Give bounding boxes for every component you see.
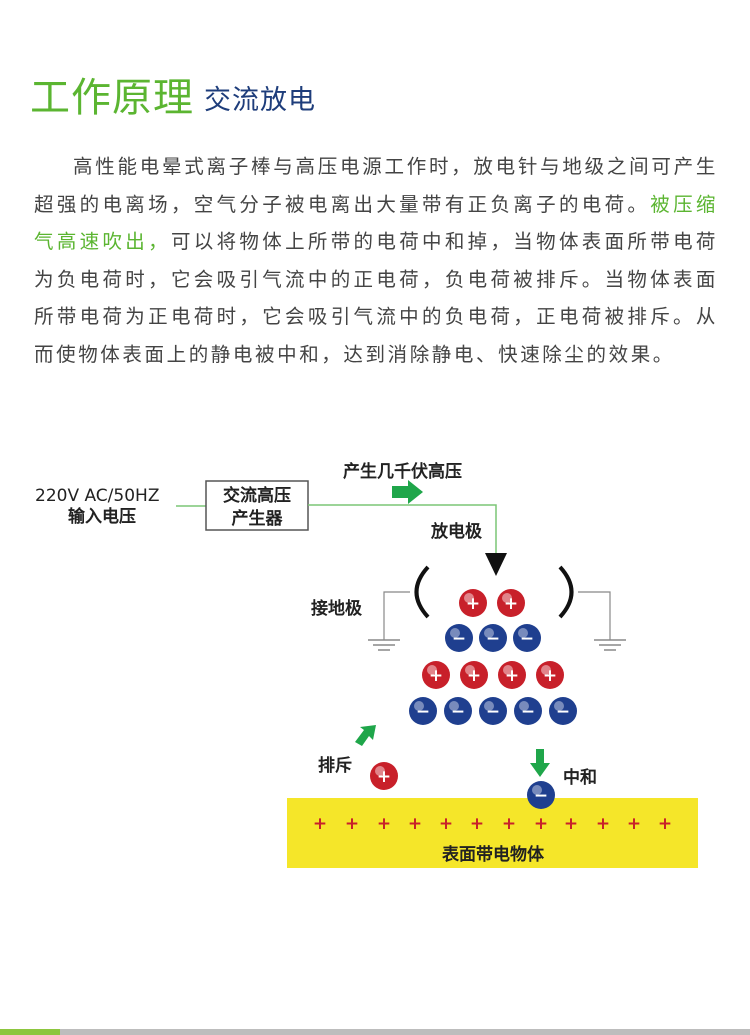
surface-charge: + [596,814,610,834]
repel-arrow-icon [355,725,376,746]
svg-text:+: + [466,594,480,614]
footer-accent [0,1029,60,1035]
page-subtitle: 交流放电 [204,85,316,116]
high-voltage-label: 产生几千伏高压 [343,461,462,482]
input-voltage-label: 220V AC/50HZ [35,486,159,506]
charged-surface [287,798,698,868]
svg-text:+: + [543,666,557,686]
svg-text:−: − [520,629,534,649]
positive-ion: + [460,661,488,689]
positive-ion: + [497,589,525,617]
footer-bar [0,1029,750,1035]
surface-charge: + [534,814,548,834]
surface-charge: + [470,814,484,834]
surface-charge: + [658,814,672,834]
svg-text:−: − [556,702,570,722]
repelled-positive-ion: + [370,762,398,790]
surface-label: 表面带电物体 [442,844,545,865]
positive-ion: + [459,589,487,617]
ground-electrode-left-icon [414,565,430,619]
svg-text:−: − [451,702,465,722]
surface-charge: + [439,814,453,834]
negative-ion: − [479,624,507,652]
repel-label: 排斥 [318,755,352,776]
generator-box [205,480,309,531]
generator-label-line2: 产生器 [232,508,284,529]
surface-charge: + [502,814,516,834]
description-paragraph: 高性能电晕式离子棒与高压电源工作时，放电针与地级之间可产生超强的电离场，空气分子… [34,148,718,374]
svg-text:−: − [521,702,535,722]
svg-text:−: − [534,786,548,806]
page-title: 工作原理 [30,75,194,121]
discharge-electrode-label: 放电极 [430,521,482,542]
description-part1: 高性能电晕式离子棒与高压电源工作时，放电针与地级之间可产生超强的电离场，空气分子… [34,155,718,216]
negative-ion: − [513,624,541,652]
neutralize-label: 中和 [563,767,597,788]
neutralizing-negative-ion: − [527,781,555,809]
negative-ion: − [409,697,437,725]
title-row: 工作原理 交流放电 [30,70,316,120]
svg-text:+: + [429,666,443,686]
ground-wire-right [578,591,611,640]
negative-ion: − [479,697,507,725]
input-label: 输入电压 [68,506,136,527]
surface-charges: + + + + + + + + + + + + [313,814,672,834]
svg-text:+: + [504,594,518,614]
neutralize-arrow-icon [530,749,550,777]
surface-charge: + [345,814,359,834]
svg-text:−: − [416,702,430,722]
surface-charge: + [627,814,641,834]
svg-text:−: − [486,702,500,722]
negative-ion: − [514,697,542,725]
surface-charge: + [377,814,391,834]
description-highlight: 被压缩气高速吹出， [34,192,718,254]
description-part2: 可以将物体上所带的电荷中和掉，当物体表面所带电荷为负电荷时，它会吸引气流中的正电… [34,230,718,366]
surface-charge: + [313,814,327,834]
ground-electrode-label: 接地极 [311,598,362,619]
negative-ion: − [444,697,472,725]
negative-ion: − [549,697,577,725]
positive-ion: + [422,661,450,689]
high-voltage-wire [308,504,497,553]
high-voltage-arrow-icon [392,480,423,504]
ground-wire-left [383,591,410,640]
surface-charge: + [408,814,422,834]
svg-text:−: − [486,629,500,649]
generator-label-line1: 交流高压 [223,485,291,506]
surface-charge: + [564,814,578,834]
svg-text:+: + [377,767,391,787]
negative-ion: − [445,624,473,652]
positive-ion: + [498,661,526,689]
working-principle-diagram: 220V AC/50HZ 输入电压 交流高压 产生器 产生几千伏高压 放电极 接… [35,461,698,868]
ground-electrode-right-icon [558,565,574,619]
svg-text:+: + [505,666,519,686]
svg-text:+: + [467,666,481,686]
positive-ion: + [536,661,564,689]
discharge-needle-icon [485,553,507,576]
svg-text:−: − [452,629,466,649]
